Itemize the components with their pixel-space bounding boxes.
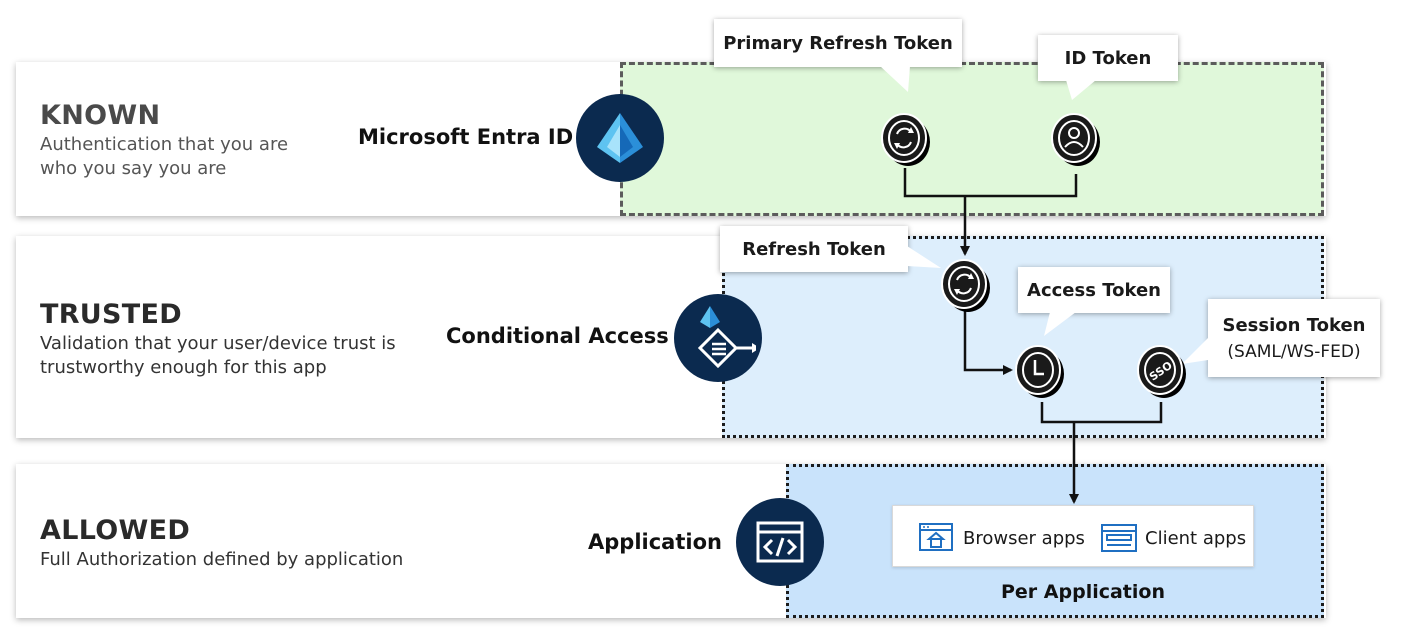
id-token-coin xyxy=(1051,113,1100,166)
access-token-tail xyxy=(1044,312,1076,336)
code-window-icon xyxy=(756,521,804,563)
conditional-access-badge xyxy=(674,294,762,382)
entra-id-pyramid-icon xyxy=(597,113,643,163)
client-apps-label: Client apps xyxy=(1145,528,1247,549)
session-token-label: Session Token xyxy=(1222,314,1366,336)
trusted-description: Validation that your user/device trust i… xyxy=(40,332,396,380)
browser-apps-label: Browser apps xyxy=(963,528,1085,549)
known-title: KNOWN xyxy=(40,100,161,131)
primary-refresh-token-tail xyxy=(880,66,910,92)
trusted-title: TRUSTED xyxy=(40,299,182,330)
known-desc-line1: Authentication that you are xyxy=(40,134,289,155)
entra-id-badge xyxy=(576,94,664,182)
access-token-coin xyxy=(1015,345,1064,398)
primary-refresh-token-label: Primary Refresh Token xyxy=(723,32,953,54)
id-token-tail xyxy=(1066,80,1096,100)
conditional-access-label: Conditional Access xyxy=(446,324,669,348)
application-badge xyxy=(736,498,824,586)
known-desc-line2: who you say you are xyxy=(40,158,227,179)
known-description: Authentication that you are who you say … xyxy=(40,133,288,181)
refresh-token-label: Refresh Token xyxy=(742,238,886,260)
refresh-token-coin xyxy=(941,259,990,312)
allowed-title: ALLOWED xyxy=(40,515,191,546)
session-token-coin: SSO xyxy=(1137,345,1186,398)
allowed-desc-line1: Full Authorization defined by applicatio… xyxy=(40,549,404,570)
trusted-desc-line1: Validation that your user/device trust i… xyxy=(40,333,396,354)
session-token-tail xyxy=(1182,338,1208,364)
client-window-icon xyxy=(1101,524,1137,552)
access-token-label: Access Token xyxy=(1027,279,1161,301)
per-application-label: Per Application xyxy=(1001,581,1165,603)
allowed-description: Full Authorization defined by applicatio… xyxy=(40,548,403,572)
trusted-desc-line2: trustworthy enough for this app xyxy=(40,357,327,378)
session-token-callout: Session Token (SAML/WS-FED) xyxy=(1208,299,1380,377)
application-label: Application xyxy=(588,530,722,554)
access-token-callout: Access Token xyxy=(1018,267,1170,313)
known-token-zone xyxy=(620,62,1324,216)
primary-refresh-token-callout: Primary Refresh Token xyxy=(714,19,962,67)
session-token-sublabel: (SAML/WS-FED) xyxy=(1227,341,1361,362)
browser-home-icon xyxy=(919,523,953,551)
id-token-callout: ID Token xyxy=(1038,35,1178,81)
id-token-label: ID Token xyxy=(1064,47,1152,69)
refresh-token-callout: Refresh Token xyxy=(720,226,908,272)
primary-refresh-token-coin xyxy=(881,113,930,166)
refresh-token-tail xyxy=(907,246,941,268)
entra-id-label: Microsoft Entra ID xyxy=(358,125,574,149)
conditional-access-icon xyxy=(697,306,756,369)
